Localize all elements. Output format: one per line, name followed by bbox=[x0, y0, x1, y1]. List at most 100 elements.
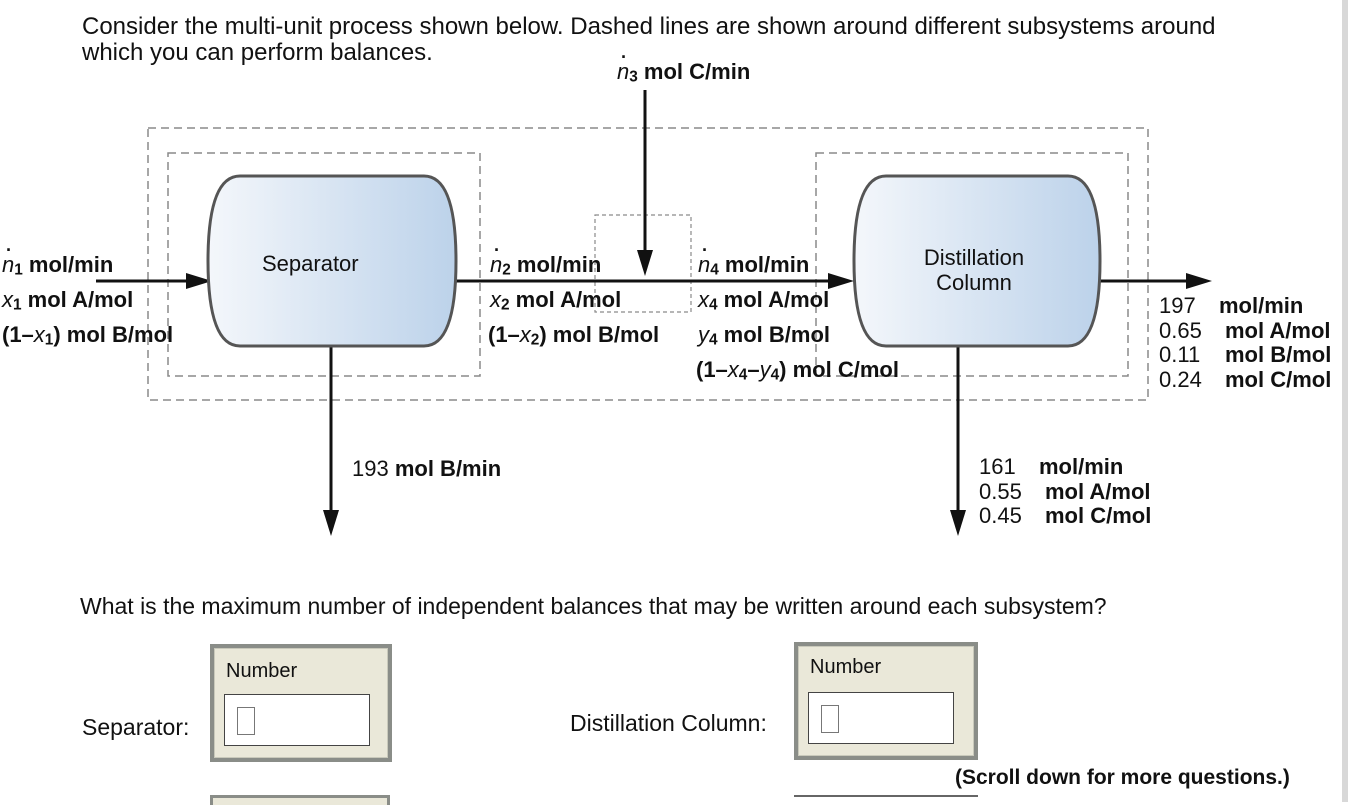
stream-4-fraction-b: y4 mol B/mol bbox=[698, 322, 831, 349]
distillation-top-stream-label: 197 mol/min 0.65 mol A/mol 0.11 mol B/mol 0… bbox=[1159, 293, 1332, 392]
page-scrollbar[interactable] bbox=[1342, 0, 1348, 802]
separator-bottom-unit: mol B/min bbox=[388, 456, 502, 481]
distillation-top-fraction-a-unit: mol A/mol bbox=[1225, 317, 1331, 343]
stream-4-fraction-c-prefix: (1– bbox=[696, 357, 728, 382]
separator-unit bbox=[206, 174, 458, 348]
stream-4-x-subscript: 4 bbox=[709, 296, 718, 314]
stream-4-n-subscript: 4 bbox=[710, 261, 719, 279]
distillation-column-unit bbox=[852, 174, 1102, 348]
next-answer-box-partial bbox=[210, 795, 390, 805]
stream-4-fraction-c-y-subscript: 4 bbox=[770, 366, 780, 384]
stream-2-fraction-a-unit: mol A/mol bbox=[509, 287, 622, 312]
stream-1-fraction-b-x: x bbox=[33, 322, 45, 347]
stream-4-x-symbol: x bbox=[698, 287, 709, 312]
separator-input-frame bbox=[224, 694, 370, 746]
stream-4-y-symbol: y bbox=[698, 322, 709, 347]
stream-1-fraction-b: (1–x1) mol B/mol bbox=[2, 322, 174, 349]
distillation-bottom-fraction-c: 0.45 bbox=[979, 503, 1022, 528]
scroll-note: (Scroll down for more questions.) bbox=[955, 766, 1290, 789]
question-text: What is the maximum number of independen… bbox=[80, 593, 1107, 619]
stream-3-label: n3 mol C/min bbox=[617, 45, 751, 86]
stream-2-n-symbol: n bbox=[490, 238, 502, 277]
stream-4-fraction-a: x4 mol A/mol bbox=[698, 287, 830, 314]
distillation-top-arrowhead bbox=[1186, 273, 1212, 289]
distillation-number-input[interactable] bbox=[821, 705, 839, 733]
stream-3-n-subscript: 3 bbox=[629, 68, 638, 86]
distillation-top-fraction-c: 0.24 bbox=[1159, 366, 1202, 392]
stream-1-n-subscript: 1 bbox=[14, 261, 23, 279]
stream-4-fraction-c-minus: – bbox=[747, 357, 760, 382]
distillation-input-frame bbox=[808, 692, 954, 744]
stream-3-arrowhead bbox=[637, 250, 653, 276]
next-answer-box-partial-right bbox=[794, 795, 978, 804]
stream-4-fraction-c: (1–x4–y4) mol C/mol bbox=[696, 357, 899, 384]
separator-label: Separator bbox=[262, 251, 359, 276]
intro-text: Consider the multi-unit process shown be… bbox=[82, 13, 1216, 66]
separator-subsystem-boundary bbox=[167, 152, 481, 377]
stream-3-n-symbol: n bbox=[617, 45, 629, 84]
stream-3-unit: mol C/min bbox=[637, 59, 751, 84]
distillation-answer-box: Number bbox=[794, 642, 978, 760]
distillation-answer-box-title: Number bbox=[810, 656, 882, 678]
stream-1-fraction-a: x1 mol A/mol bbox=[2, 287, 134, 314]
stream-2-fraction-b-subscript: 2 bbox=[530, 331, 540, 349]
stream-1-fraction-a-unit: mol A/mol bbox=[21, 287, 134, 312]
distillation-top-fraction-c-unit: mol C/mol bbox=[1225, 366, 1332, 392]
stream-4-n-symbol: n bbox=[698, 238, 710, 277]
distillation-top-flow: 197 bbox=[1159, 293, 1196, 318]
distillation-top-flow-unit: mol/min bbox=[1219, 293, 1304, 318]
stream-4-y-subscript: 4 bbox=[709, 331, 718, 349]
separator-bottom-value: 193 bbox=[352, 456, 389, 481]
stream-2-x-subscript: 2 bbox=[501, 296, 510, 314]
stream-1-x-subscript: 1 bbox=[13, 296, 22, 314]
distillation-top-fraction-b-unit: mol B/mol bbox=[1225, 342, 1332, 367]
stream-1-flow-unit: mol/min bbox=[22, 252, 114, 277]
stream-4-fraction-b-unit: mol B/mol bbox=[717, 322, 831, 347]
stream-4-fraction-c-suffix: ) mol C/mol bbox=[779, 357, 899, 382]
stream-2-flow-unit: mol/min bbox=[510, 252, 602, 277]
distillation-bottom-fraction-c-unit: mol C/mol bbox=[1045, 503, 1152, 528]
distillation-label-line1: Distillation bbox=[923, 245, 1025, 270]
stream-2-x-symbol: x bbox=[490, 287, 501, 312]
stream-2-fraction-b: (1–x2) mol B/mol bbox=[488, 322, 660, 349]
stream-1-arrowhead bbox=[186, 273, 212, 289]
distillation-bottom-stream-label: 161 mol/min 0.55 mol A/mol 0.45 mol C/mol bbox=[979, 454, 1152, 529]
stream-2-fraction-b-prefix: (1– bbox=[488, 322, 520, 347]
separator-number-input[interactable] bbox=[237, 707, 255, 735]
stream-2-fraction-b-x: x bbox=[519, 322, 531, 347]
stream-1-flow: n1 mol/min bbox=[2, 238, 114, 279]
process-diagram bbox=[96, 90, 1212, 536]
stream-4-fraction-c-y: y bbox=[759, 357, 771, 382]
separator-answer-box: Number bbox=[210, 644, 392, 762]
distillation-bottom-flow: 161 bbox=[979, 454, 1016, 479]
distillation-bottom-fraction-a-unit: mol A/mol bbox=[1045, 478, 1151, 504]
stream-4-fraction-a-unit: mol A/mol bbox=[717, 287, 830, 312]
distillation-label-line2: Column bbox=[936, 270, 1012, 295]
overall-system-boundary bbox=[147, 127, 1149, 401]
separator-bottom-arrowhead bbox=[323, 510, 339, 536]
distillation-bottom-fraction-a: 0.55 bbox=[979, 478, 1022, 504]
stream-4-fraction-c-x-subscript: 4 bbox=[738, 366, 748, 384]
distillation-bottom-flow-unit: mol/min bbox=[1039, 454, 1124, 479]
stream-2-fraction-a: x2 mol A/mol bbox=[490, 287, 622, 314]
distillation-top-fraction-b: 0.11 bbox=[1159, 342, 1201, 367]
mixer-subsystem-boundary bbox=[594, 214, 692, 313]
distillation-top-fraction-a: 0.65 bbox=[1159, 317, 1202, 343]
distillation-answer-label: Distillation Column: bbox=[570, 710, 767, 736]
stream-2-fraction-b-suffix: ) mol B/mol bbox=[539, 322, 660, 347]
distillation-column-label: Distillation Column bbox=[900, 245, 1048, 295]
stream-1-x-symbol: x bbox=[2, 287, 13, 312]
separator-answer-box-title: Number bbox=[226, 660, 298, 682]
stream-4-flow: n4 mol/min bbox=[698, 238, 810, 279]
separator-bottom-stream-label: 193 mol B/min bbox=[352, 457, 501, 481]
stream-2-n-subscript: 2 bbox=[502, 261, 511, 279]
stream-2-flow: n2 mol/min bbox=[490, 238, 602, 279]
stream-4-fraction-c-x: x bbox=[727, 357, 739, 382]
stream-1-fraction-b-prefix: (1– bbox=[2, 322, 34, 347]
distillation-subsystem-boundary bbox=[815, 152, 1129, 377]
separator-answer-label: Separator: bbox=[82, 714, 190, 740]
stream-1-fraction-b-suffix: ) mol B/mol bbox=[53, 322, 174, 347]
stream-4-flow-unit: mol/min bbox=[718, 252, 810, 277]
stream-4-arrowhead bbox=[828, 273, 854, 289]
stream-1-fraction-b-subscript: 1 bbox=[44, 331, 54, 349]
